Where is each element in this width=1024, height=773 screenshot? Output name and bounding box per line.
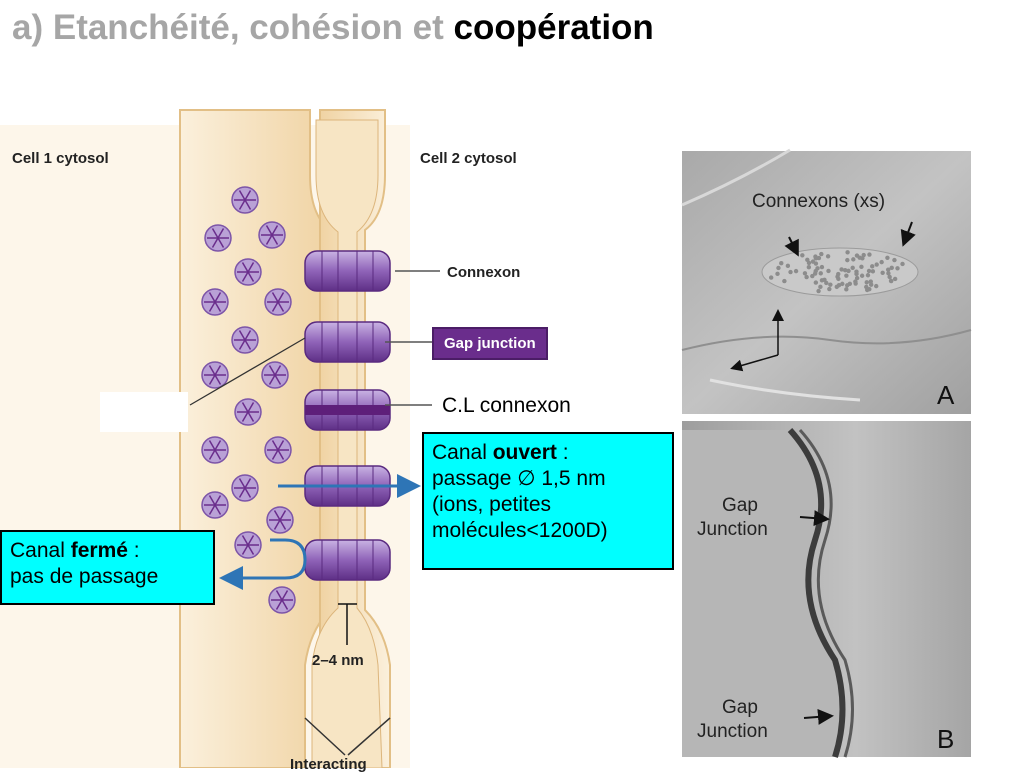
interacting-label: Interacting xyxy=(290,756,367,773)
free-connexon-particle xyxy=(235,259,261,285)
cl-connexon-label: C.L connexon xyxy=(442,394,571,418)
free-connexon-particle xyxy=(235,532,261,558)
open-line4: molécules<1200D) xyxy=(432,518,664,544)
free-connexon-particle xyxy=(262,362,288,388)
connexon-label: Connexon xyxy=(447,264,520,281)
free-connexon-particle xyxy=(202,437,228,463)
free-connexon-particle xyxy=(267,507,293,533)
free-connexon-particle xyxy=(265,289,291,315)
gap-junction-tag: Gap junction xyxy=(432,327,548,360)
free-connexon-particle xyxy=(205,225,231,251)
free-connexon-particle xyxy=(259,222,285,248)
free-connexon-particle xyxy=(235,399,261,425)
membrane-connexon xyxy=(305,540,390,580)
open-line1-prefix: Canal xyxy=(432,441,487,464)
gap-bottom-label-1: Gap xyxy=(722,696,758,719)
open-line2: passage ∅ 1,5 nm xyxy=(432,466,664,492)
open-line3: (ions, petites xyxy=(432,492,664,518)
membrane-connexon xyxy=(305,251,390,291)
free-connexon-particle xyxy=(232,475,258,501)
cell1-cytosol-label: Cell 1 cytosol xyxy=(12,150,109,167)
free-connexon-particle xyxy=(202,492,228,518)
closed-channel-callout: Canal fermé : pas de passage xyxy=(0,530,215,605)
free-connexon-particle xyxy=(232,187,258,213)
free-connexon-particle xyxy=(265,437,291,463)
open-line1-suffix: : xyxy=(557,441,569,464)
micrograph-a-letter: A xyxy=(937,380,954,411)
closed-line1-prefix: Canal xyxy=(10,539,65,562)
closed-line1-suffix: : xyxy=(128,539,140,562)
gap-size-label: 2–4 nm xyxy=(312,652,364,669)
membrane-connexon xyxy=(305,322,390,362)
free-connexon-particle xyxy=(202,289,228,315)
gap-top-label-2: Junction xyxy=(697,518,768,541)
closed-line1-bold: fermé xyxy=(71,539,128,562)
connexon-plaque xyxy=(762,248,918,296)
cell2-cytosol-label: Cell 2 cytosol xyxy=(420,150,517,167)
label-mask xyxy=(100,392,188,432)
free-connexon-particle xyxy=(202,362,228,388)
gap-bottom-label-2: Junction xyxy=(697,720,768,743)
connexons-xs-label: Connexons (xs) xyxy=(752,190,885,213)
free-connexon-particle xyxy=(232,327,258,353)
open-channel-callout: Canal ouvert : passage ∅ 1,5 nm (ions, p… xyxy=(422,432,674,570)
open-line1-bold: ouvert xyxy=(493,441,557,464)
gap-top-label-1: Gap xyxy=(722,494,758,517)
closed-line2: pas de passage xyxy=(10,564,205,590)
micrograph-b-letter: B xyxy=(937,724,954,755)
membrane-connexon xyxy=(305,390,390,430)
free-connexon-particle xyxy=(269,587,295,613)
